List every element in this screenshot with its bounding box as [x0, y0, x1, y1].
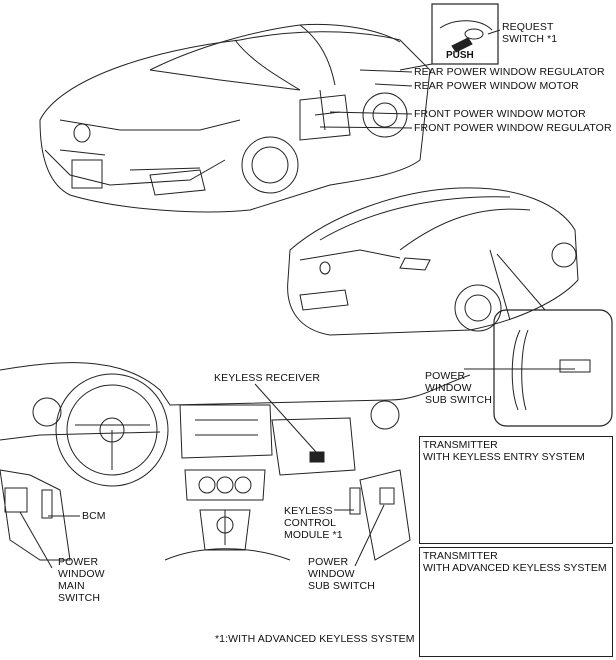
- leader-lines-dashboard: [19, 383, 385, 569]
- keyless-module-label: KEYLESS CONTROL MODULE *1: [284, 505, 343, 541]
- front-motor-label: FRONT POWER WINDOW MOTOR: [414, 108, 586, 120]
- transmitter-keyless-entry-title: TRANSMITTER WITH KEYLESS ENTRY SYSTEM: [423, 439, 585, 463]
- front-regulator-label: FRONT POWER WINDOW REGULATOR: [414, 122, 612, 134]
- front-car-drawing: [39, 23, 431, 213]
- bcm-label: BCM: [82, 510, 106, 522]
- main-switch-label: POWER WINDOW MAIN SWITCH: [58, 556, 105, 604]
- transmitter-advanced-title: TRANSMITTER WITH ADVANCED KEYLESS SYSTEM: [423, 550, 607, 574]
- request-switch-inset: [399, 3, 501, 71]
- rear-regulator-label: REAR POWER WINDOW REGULATOR: [414, 66, 605, 78]
- rear-motor-label: REAR POWER WINDOW MOTOR: [414, 80, 579, 92]
- push-label: PUSH: [446, 50, 474, 61]
- keyless-receiver-label: KEYLESS RECEIVER: [214, 372, 321, 384]
- rear-car-drawing: [287, 187, 579, 336]
- footnote-label: *1:WITH ADVANCED KEYLESS SYSTEM: [215, 633, 415, 645]
- leader-lines-top: [319, 69, 413, 129]
- transmitter-advanced-box: TRANSMITTER WITH ADVANCED KEYLESS SYSTEM: [419, 547, 613, 657]
- transmitter-keyless-entry-box: TRANSMITTER WITH KEYLESS ENTRY SYSTEM: [419, 436, 613, 544]
- front-sub-switch-label: POWER WINDOW SUB SWITCH: [308, 556, 375, 592]
- request-switch-label: REQUEST SWITCH *1: [502, 21, 558, 45]
- dashboard-drawing: [0, 362, 471, 561]
- rear-sub-switch-label: POWER WINDOW SUB SWITCH: [425, 370, 492, 406]
- rear-sub-switch-inset: [464, 309, 613, 427]
